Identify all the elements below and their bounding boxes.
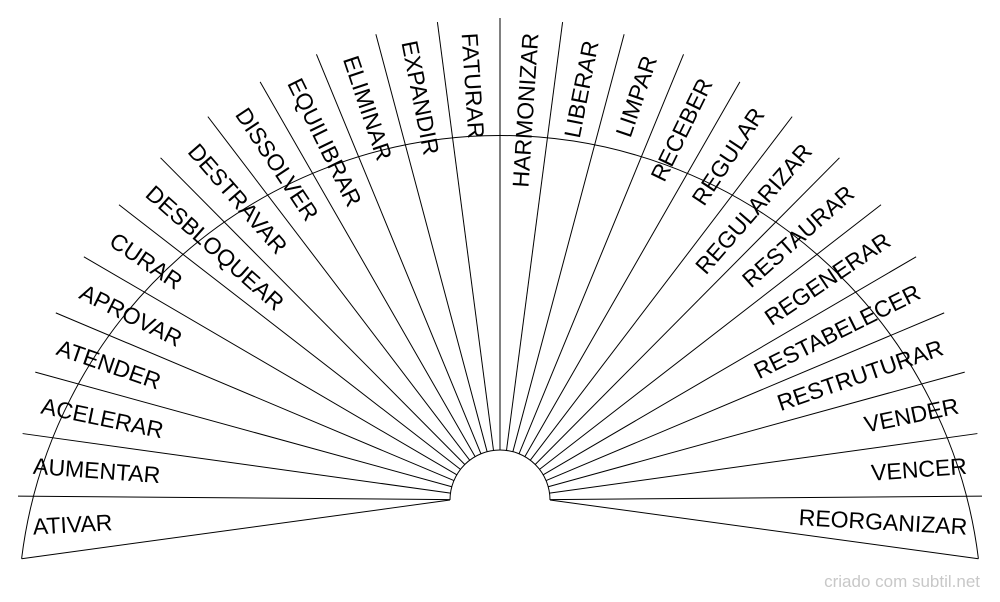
segment-lines: [18, 18, 982, 560]
divider-line: [549, 495, 982, 501]
divider-line: [529, 116, 793, 461]
divider-line: [545, 312, 945, 482]
segment-label: LIMPAR: [611, 52, 662, 140]
divider-line: [542, 256, 917, 476]
segment-label: VENCER: [870, 453, 968, 486]
segment-label: VENDER: [862, 393, 961, 438]
divider-line: [21, 499, 451, 560]
divider-line: [505, 22, 564, 451]
divider-line: [548, 371, 965, 488]
divider-line: [55, 312, 455, 482]
credit-text: criado com subtil.net: [824, 572, 980, 591]
segment-label: AUMENTAR: [32, 453, 161, 488]
segment-label: ATIVAR: [32, 509, 113, 540]
segment-label: LIBERAR: [559, 38, 604, 140]
divider-line: [549, 433, 978, 494]
divider-line: [436, 22, 495, 451]
segment-label: CURAR: [105, 227, 187, 294]
segment-label: FATURAR: [457, 32, 490, 139]
segment-label: ACELERAR: [39, 393, 166, 444]
segment-label: ATENDER: [54, 334, 165, 394]
divider-line: [539, 204, 882, 470]
divider-line: [375, 34, 488, 452]
divider-line: [22, 433, 451, 494]
inner-arc: [449, 449, 551, 501]
segment-label: ELIMINAR: [338, 52, 397, 163]
divider-line: [160, 157, 466, 465]
divider-line: [315, 54, 482, 454]
divider-line: [207, 116, 471, 461]
divider-line: [512, 34, 625, 452]
divider-line: [524, 81, 741, 457]
divider-line: [549, 499, 979, 560]
divider-line: [35, 371, 452, 488]
divider-line: [118, 204, 461, 470]
segment-label: HARMONIZAR: [507, 32, 543, 188]
divider-line: [518, 54, 685, 454]
divider-line: [259, 81, 476, 457]
segment-label: REORGANIZAR: [798, 504, 968, 540]
divider-line: [534, 157, 840, 465]
divider-line: [83, 256, 458, 476]
divider-line: [18, 495, 451, 501]
